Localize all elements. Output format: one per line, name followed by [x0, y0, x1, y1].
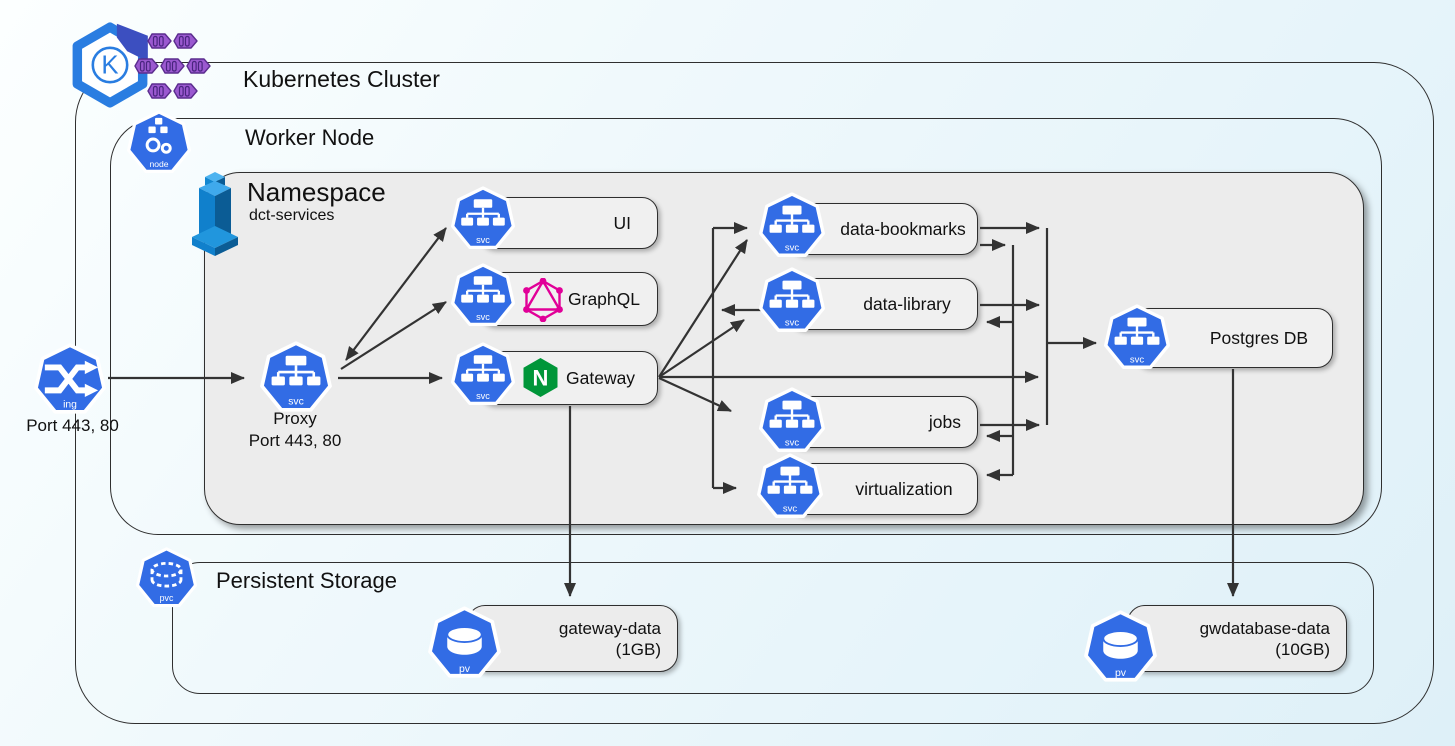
proxy-svc-icon — [259, 341, 333, 415]
pvc-icon — [135, 547, 198, 610]
kubernetes-logo: K — [72, 22, 148, 108]
ingress-ports-label: Port 443, 80 — [26, 416, 119, 435]
building-base-front — [192, 237, 215, 256]
container-icon — [172, 28, 198, 54]
graphql-logo — [523, 278, 563, 322]
nginx-hexagon — [523, 358, 558, 397]
service-box-virtualization: virtualization — [788, 463, 978, 515]
container-icon — [172, 78, 198, 104]
namespace-name: dct-services — [249, 207, 335, 224]
nginx-letter: N — [533, 366, 549, 391]
volume-box-gwdatabase-data: gwdatabase-data (10GB) — [1127, 605, 1347, 672]
container-icon — [133, 53, 159, 79]
edge-gateway-to-data-bookmarks — [658, 239, 748, 378]
namespace-title: Namespace — [247, 177, 386, 207]
volume-box-gateway-data: gateway-data (1GB) — [467, 605, 678, 672]
persistent-storage-title: Persistent Storage — [216, 568, 397, 593]
gwdatabase-data-pv-icon — [1083, 610, 1158, 685]
proxy-ports-label: Port 443, 80 — [248, 431, 342, 450]
data-bookmarks-svc-icon — [758, 192, 826, 260]
worker-node-title: Worker Node — [245, 125, 375, 150]
k8s-corner-fold — [116, 23, 148, 62]
service-label-ui: UI — [613, 212, 632, 233]
edge-gateway-to-data-library — [658, 319, 745, 378]
k8s-letter: K — [101, 52, 118, 80]
virtualization-svc-icon — [756, 453, 824, 521]
service-label-data-library: data-library — [863, 293, 951, 314]
edge-gateway-to-jobs — [658, 377, 732, 412]
edge-proxy-to-graphql — [340, 301, 447, 370]
gateway-svc-icon — [450, 342, 516, 408]
service-label-gateway: Gateway — [566, 367, 636, 388]
graphql-dots — [523, 278, 563, 322]
service-label-jobs: jobs — [928, 411, 961, 432]
building-base-side — [215, 237, 238, 256]
worker-node-zone — [110, 118, 1382, 535]
graphql-svc-icon — [450, 263, 516, 329]
service-label-postgres: Postgres DB — [1209, 327, 1309, 348]
namespace-building-icon — [192, 172, 238, 256]
postgres-svc-icon — [1103, 304, 1171, 372]
container-icon — [159, 53, 185, 79]
volume-label-gwdatabase-data: gwdatabase-data — [1199, 618, 1330, 638]
volume-size-gateway-data: (1GB) — [615, 639, 661, 659]
container-icon — [185, 53, 211, 79]
service-label-graphql: GraphQL — [568, 288, 640, 309]
persistent-storage-zone — [172, 562, 1374, 694]
container-icon — [146, 78, 172, 104]
building-shaft-top — [199, 181, 231, 196]
gateway-data-pv-icon — [427, 606, 502, 681]
service-label-data-bookmarks: data-bookmarks — [840, 218, 966, 239]
graphql-lines — [524, 278, 562, 321]
jobs-svc-icon — [758, 387, 826, 455]
volume-label-gateway-data: gateway-data — [558, 618, 661, 638]
proxy-name-label: Proxy — [273, 409, 317, 428]
container-icon — [146, 28, 172, 54]
service-label-virtualization: virtualization — [855, 478, 953, 499]
edge-proxy-ui-bidirectional — [345, 227, 447, 361]
volume-size-gwdatabase-data: (10GB) — [1275, 639, 1330, 659]
nginx-logo: N — [523, 358, 558, 397]
k8s-circle — [91, 46, 129, 84]
node-icon — [126, 110, 192, 176]
cluster-title: Kubernetes Cluster — [243, 66, 440, 92]
ui-svc-icon — [450, 186, 516, 252]
ingress-icon — [33, 343, 107, 417]
data-library-svc-icon — [758, 267, 826, 335]
